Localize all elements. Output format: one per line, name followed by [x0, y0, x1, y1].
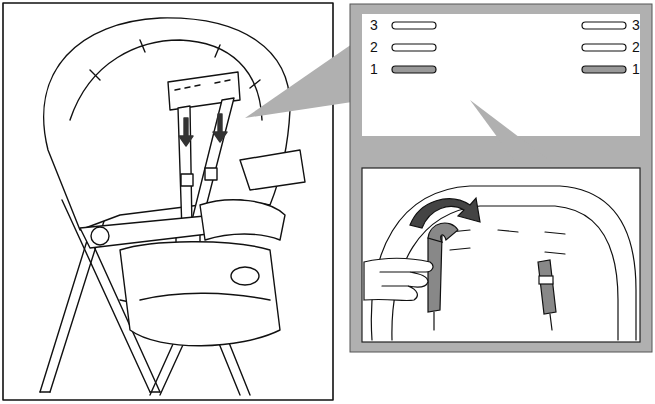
hand: [364, 258, 433, 300]
inset-pointer: [470, 100, 560, 168]
callout-number: 1: [632, 61, 640, 77]
strap: [428, 236, 442, 312]
callout-number: 2: [370, 39, 378, 55]
callout-number: 3: [632, 17, 640, 33]
callout-number: 3: [370, 17, 378, 33]
callout-pointer: [245, 44, 352, 118]
panel-frame: [3, 3, 333, 400]
armrest: [240, 150, 305, 190]
callout-panel: [350, 4, 652, 352]
seat-cushion: [120, 242, 280, 346]
slot-area: [362, 14, 640, 136]
inset-frame: [362, 168, 640, 342]
seat-back: [44, 18, 290, 230]
curved-arrow: [410, 198, 480, 228]
harness-slot: [392, 22, 626, 73]
strap: [538, 260, 556, 314]
down-arrow: [179, 114, 227, 146]
callout-number: 1: [370, 61, 378, 77]
callout-number: 2: [632, 39, 640, 55]
